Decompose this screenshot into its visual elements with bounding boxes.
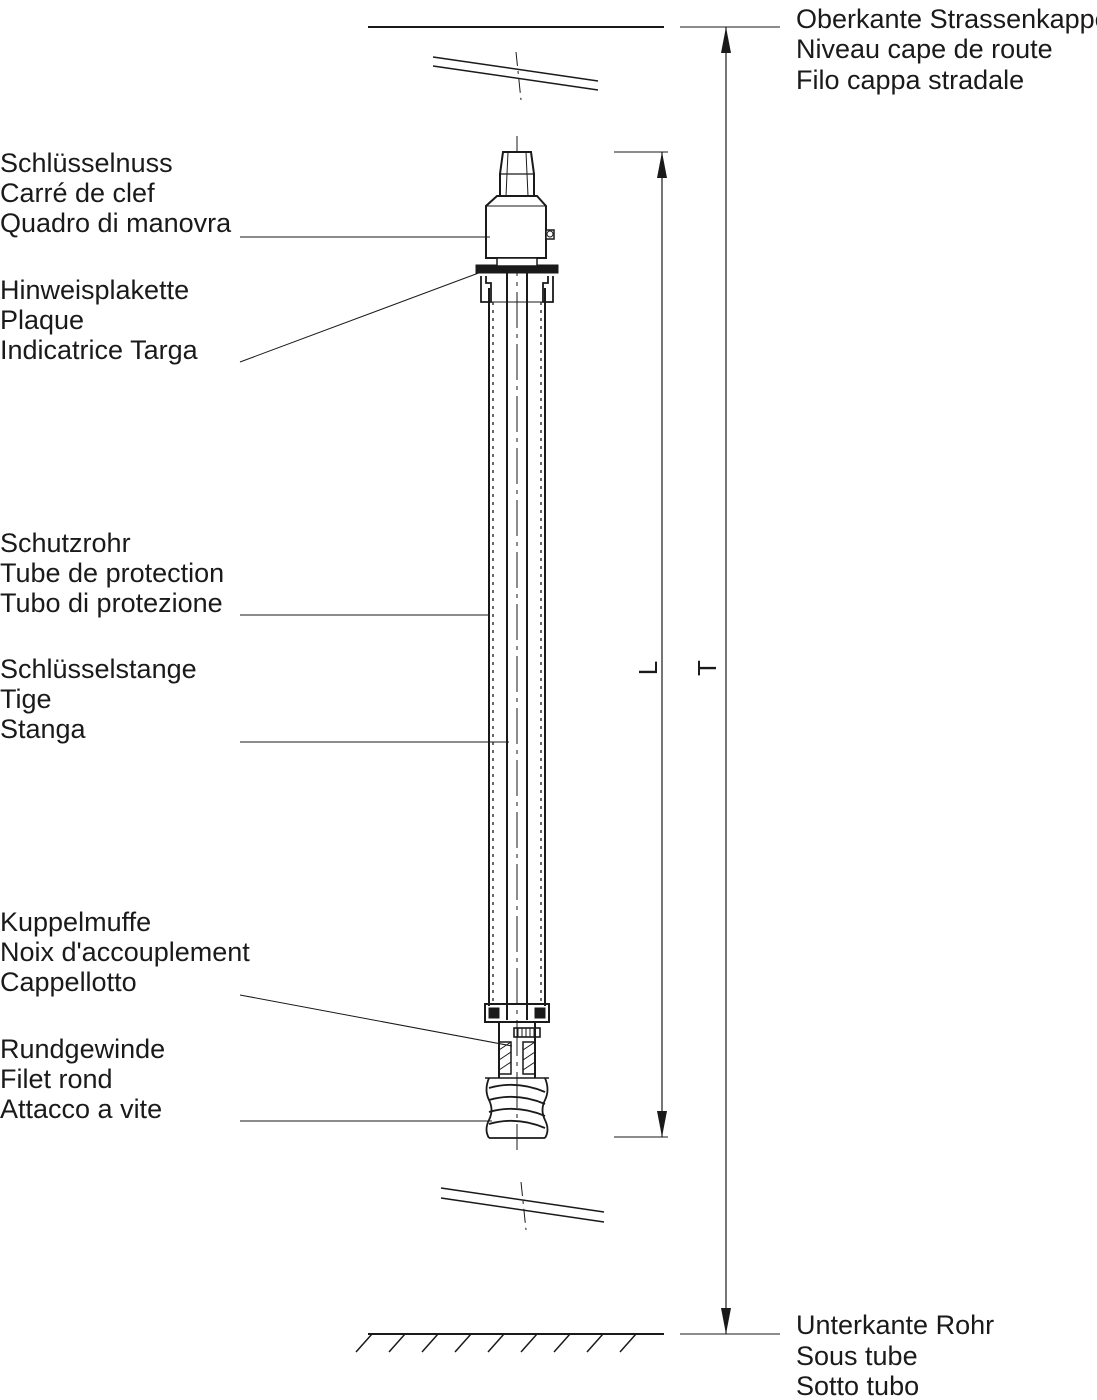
svg-text:Filo cappa stradale: Filo cappa stradale xyxy=(796,65,1024,95)
dimension-l xyxy=(614,151,668,1138)
svg-text:Rundgewinde: Rundgewinde xyxy=(0,1034,165,1064)
key-rod xyxy=(506,273,528,1020)
pipe-bottom-line xyxy=(355,1333,780,1353)
svg-text:Quadro di manovra: Quadro di manovra xyxy=(0,208,232,238)
svg-text:Schutzrohr: Schutzrohr xyxy=(0,528,131,558)
svg-text:Sotto tubo: Sotto tubo xyxy=(796,1371,919,1400)
label-top-edge: Oberkante Strassenkappe Niveau cape de r… xyxy=(796,4,1097,95)
label-coupling: Kuppelmuffe Noix d'accouplement Cappello… xyxy=(0,907,250,997)
svg-text:Hinweisplakette: Hinweisplakette xyxy=(0,275,189,305)
coupling-sleeve xyxy=(484,1003,550,1079)
svg-text:Niveau cape de route: Niveau cape de route xyxy=(796,34,1053,64)
dimension-l-label: L xyxy=(633,661,663,675)
label-key-rod: Schlüsselstange Tige Stanga xyxy=(0,654,197,744)
svg-text:Tubo di protezione: Tubo di protezione xyxy=(0,588,223,618)
bottom-break-lines xyxy=(440,1181,605,1231)
label-protection-tube: Schutzrohr Tube de protection Tubo di pr… xyxy=(0,528,224,618)
leader-plate xyxy=(239,270,485,363)
svg-text:Attacco a vite: Attacco a vite xyxy=(0,1094,162,1124)
svg-text:Kuppelmuffe: Kuppelmuffe xyxy=(0,907,151,937)
dimension-t-label: T xyxy=(692,660,722,676)
label-bottom-edge: Unterkante Rohr Sous tube Sotto tubo xyxy=(796,1310,994,1400)
svg-text:Noix d'accouplement: Noix d'accouplement xyxy=(0,937,250,967)
top-break-lines xyxy=(432,51,599,101)
svg-text:Tube de protection: Tube de protection xyxy=(0,558,224,588)
svg-text:Unterkante Rohr: Unterkante Rohr xyxy=(796,1310,994,1340)
protection-tube xyxy=(480,276,554,1006)
svg-text:Tige: Tige xyxy=(0,684,52,714)
leader-lines xyxy=(239,236,513,1122)
round-thread xyxy=(485,1077,549,1139)
label-plate: Hinweisplakette Plaque Indicatrice Targa xyxy=(0,275,199,365)
label-key-nut: Schlüsselnuss Carré de clef Quadro di ma… xyxy=(0,148,232,238)
leader-coupling xyxy=(239,994,513,1047)
svg-text:Cappellotto: Cappellotto xyxy=(0,967,137,997)
svg-text:Schlüsselstange: Schlüsselstange xyxy=(0,654,197,684)
dimension-t xyxy=(721,27,731,1334)
svg-text:Plaque: Plaque xyxy=(0,305,84,335)
svg-text:Sous tube: Sous tube xyxy=(796,1341,918,1371)
label-thread: Rundgewinde Filet rond Attacco a vite xyxy=(0,1034,165,1124)
svg-text:Filet rond: Filet rond xyxy=(0,1064,113,1094)
svg-text:Carré de clef: Carré de clef xyxy=(0,178,155,208)
svg-text:Stanga: Stanga xyxy=(0,714,87,744)
key-nut xyxy=(485,151,555,259)
svg-text:Schlüsselnuss: Schlüsselnuss xyxy=(0,148,173,178)
svg-text:Oberkante Strassenkappe: Oberkante Strassenkappe xyxy=(796,4,1097,34)
svg-text:Indicatrice Targa: Indicatrice Targa xyxy=(0,335,199,365)
indicator-plate xyxy=(475,257,559,274)
